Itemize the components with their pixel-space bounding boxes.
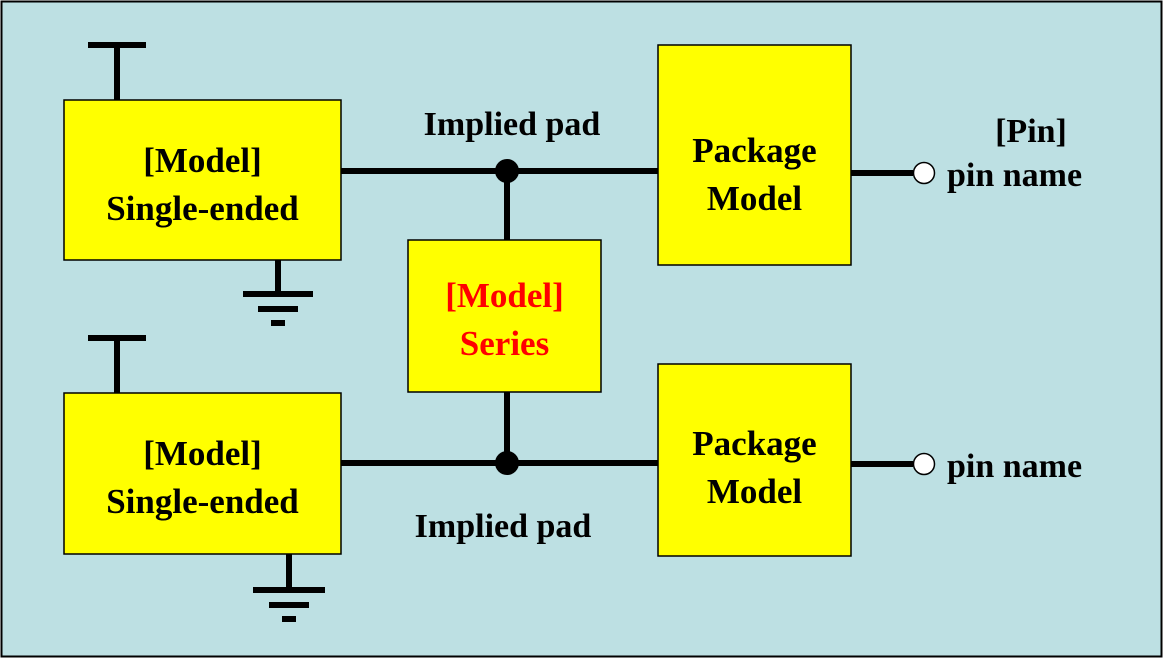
- pin-terminal-icon: [912, 452, 936, 476]
- power-supply-icon: [88, 335, 146, 393]
- model-top-line1: [Model]: [143, 141, 262, 180]
- pin-name-bottom-label: pin name: [947, 448, 1082, 485]
- ground-icon: [253, 554, 325, 622]
- implied-pad-label-top: Implied pad: [424, 106, 601, 143]
- ground-icon: [243, 260, 313, 326]
- pin-name-top-label: pin name: [947, 157, 1082, 194]
- package-top-line1: Package: [692, 131, 816, 170]
- model-series-box: [Model] Series: [407, 239, 602, 393]
- pin-terminal-icon: [912, 161, 936, 185]
- junction-dot-icon: [495, 451, 519, 475]
- package-model-bottom-box: Package Model: [657, 363, 852, 557]
- model-single-ended-top-box: [Model] Single-ended: [63, 99, 342, 261]
- power-supply-icon: [88, 42, 146, 100]
- package-bottom-line1: Package: [692, 424, 816, 463]
- junction-dot-icon: [495, 159, 519, 183]
- implied-pad-label-bottom: Implied pad: [415, 508, 592, 545]
- pin-header-label: [Pin]: [995, 113, 1067, 150]
- package-model-top-box: Package Model: [657, 44, 852, 266]
- model-bottom-line1: [Model]: [143, 434, 262, 473]
- series-line1: [Model]: [445, 276, 564, 315]
- package-top-line2: Model: [707, 179, 803, 218]
- model-single-ended-bottom-box: [Model] Single-ended: [63, 392, 342, 555]
- model-top-line2: Single-ended: [106, 189, 299, 228]
- package-bottom-line2: Model: [707, 472, 803, 511]
- series-line2: Series: [460, 324, 549, 363]
- model-bottom-line2: Single-ended: [106, 482, 299, 521]
